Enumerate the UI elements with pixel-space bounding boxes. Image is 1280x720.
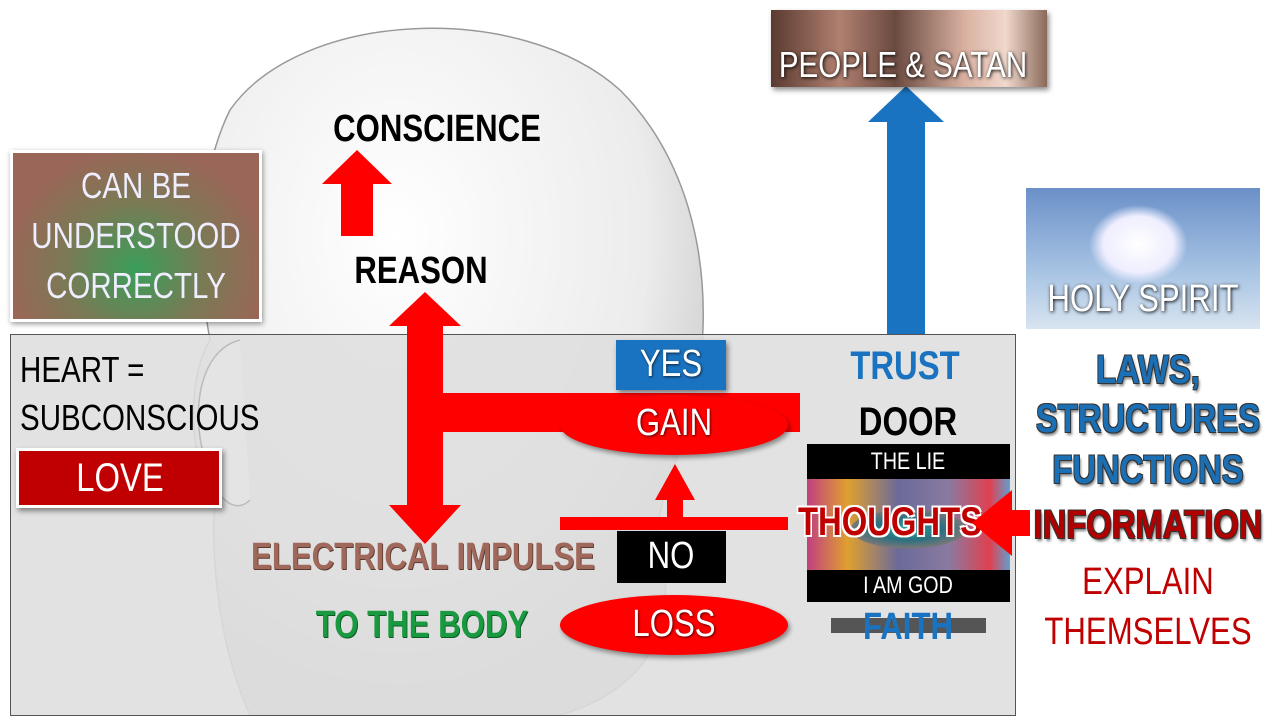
heart-line-2: SUBCONSCIOUS	[20, 397, 260, 438]
the-lie-label: THE LIE	[870, 448, 946, 475]
arrow-up-to-gain	[560, 464, 788, 530]
people-satan-label: PEOPLE & SATAN	[778, 44, 1028, 85]
yes-box	[616, 340, 726, 390]
conscience-label: CONSCIENCE	[333, 108, 541, 150]
trust-label: TRUST	[850, 344, 960, 388]
structures-label: STRUCTURES	[1035, 397, 1261, 441]
holy-spirit-label: HOLY SPIRIT	[1047, 278, 1239, 320]
i-am-god-box	[807, 570, 1010, 602]
information-label: INFORMATION	[1033, 503, 1263, 547]
gain-label: GAIN	[635, 402, 713, 444]
arrow-up-to-conscience	[322, 150, 392, 236]
heart-label: HEART = SUBCONSCIOUS	[20, 346, 259, 442]
themselves-label: THEMSELVES	[1044, 611, 1252, 653]
understood-line-1: CAN BE	[81, 165, 191, 206]
door-label: DOOR	[858, 400, 958, 444]
loss-label: LOSS	[632, 603, 716, 645]
i-am-god-label: I AM GOD	[863, 572, 953, 599]
functions-label: FUNCTIONS	[1052, 448, 1244, 492]
laws-label: LAWS,	[1096, 348, 1200, 392]
loss-ellipse	[560, 595, 788, 655]
understood-line-3: CORRECTLY	[46, 265, 226, 306]
heart-line-1: HEART =	[20, 349, 145, 390]
faith-label: FAITH	[862, 606, 954, 648]
reason-label: REASON	[354, 250, 488, 292]
arrow-left-to-thoughts	[972, 490, 1030, 556]
people-satan-image	[771, 10, 1047, 87]
holy-spirit-image	[1026, 188, 1260, 329]
love-box	[16, 448, 222, 508]
thoughts-label: THOUGHTS	[797, 500, 983, 544]
the-lie-box	[807, 444, 1010, 479]
to-the-body-label: TO THE BODY	[315, 604, 529, 646]
love-label: LOVE	[76, 456, 164, 500]
gain-ellipse	[560, 395, 788, 455]
understood-box	[10, 150, 262, 322]
understood-line-2: UNDERSTOOD	[31, 215, 241, 256]
explain-label: EXPLAIN	[1082, 561, 1214, 603]
no-box	[617, 531, 726, 583]
arrow-up-to-people	[868, 86, 944, 334]
no-label: NO	[647, 535, 695, 577]
faith-strikethrough	[831, 618, 986, 633]
electrical-impulse-label: ELECTRICAL IMPULSE	[251, 536, 595, 578]
yes-label: YES	[639, 343, 703, 385]
